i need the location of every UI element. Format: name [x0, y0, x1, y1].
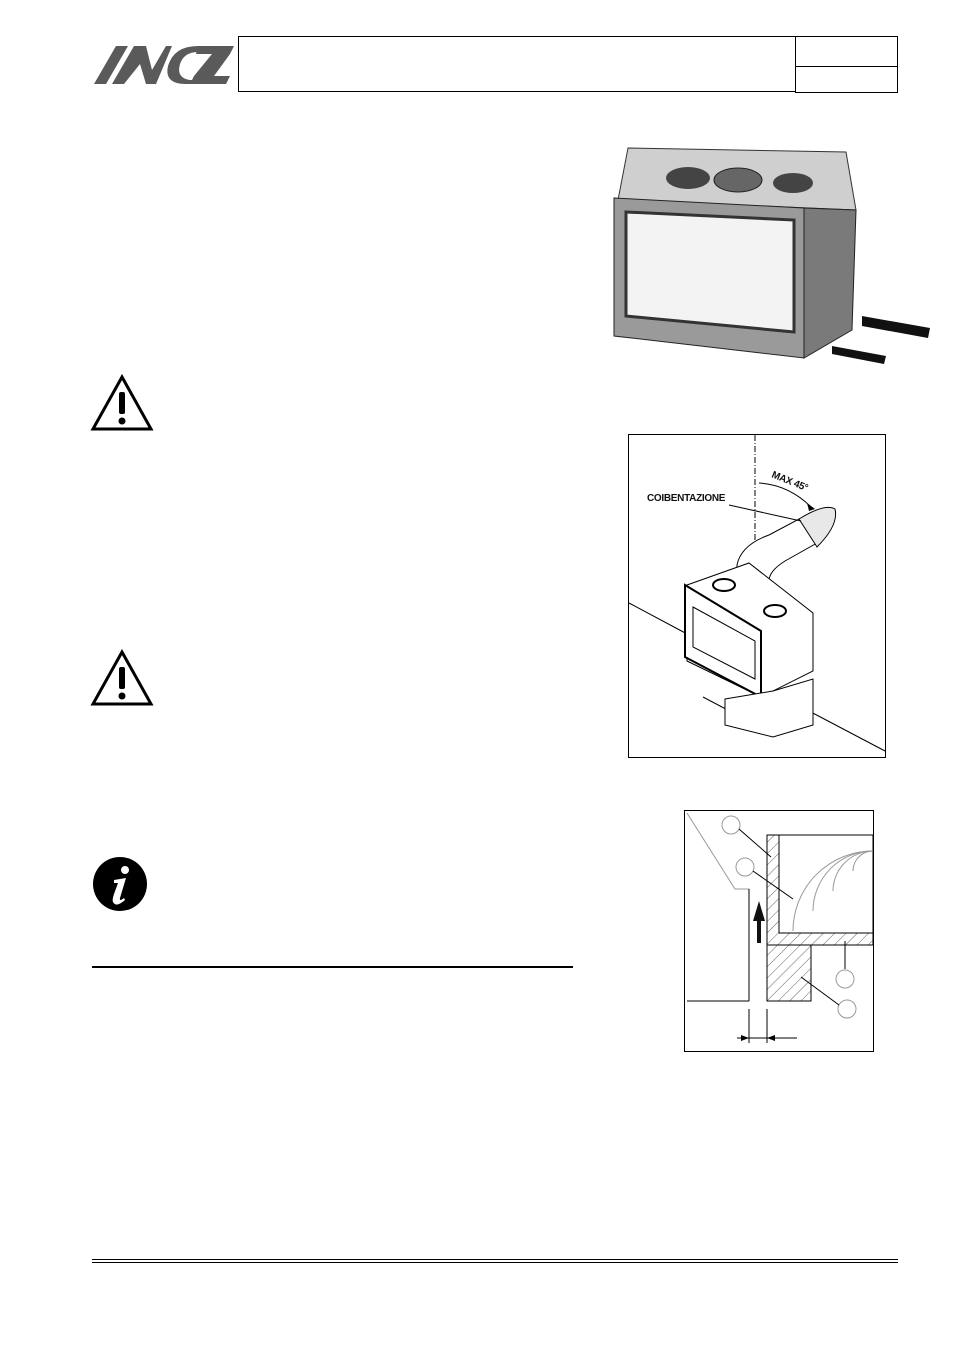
header-code-box — [795, 36, 898, 67]
section-drawing — [686, 812, 874, 1043]
fireplace-insert-figure — [613, 147, 930, 364]
info-icon — [93, 857, 147, 911]
footer-rule — [92, 1259, 898, 1260]
warning-icon — [90, 649, 154, 706]
insulation-label: COIBENTAZIONE — [647, 493, 726, 504]
section-detail-figure — [684, 810, 874, 1052]
mcz-logo — [94, 46, 234, 84]
header-page-box — [795, 66, 898, 93]
footer-rule — [92, 1262, 898, 1263]
header-title-box — [238, 36, 796, 92]
section-divider — [92, 966, 573, 968]
flue-installation-figure: COIBENTAZIONE MAX 45° — [628, 434, 886, 758]
warning-icon — [90, 374, 154, 431]
max-angle-label: MAX 45° — [770, 470, 810, 495]
flue-drawing: COIBENTAZIONE MAX 45° — [628, 435, 886, 752]
